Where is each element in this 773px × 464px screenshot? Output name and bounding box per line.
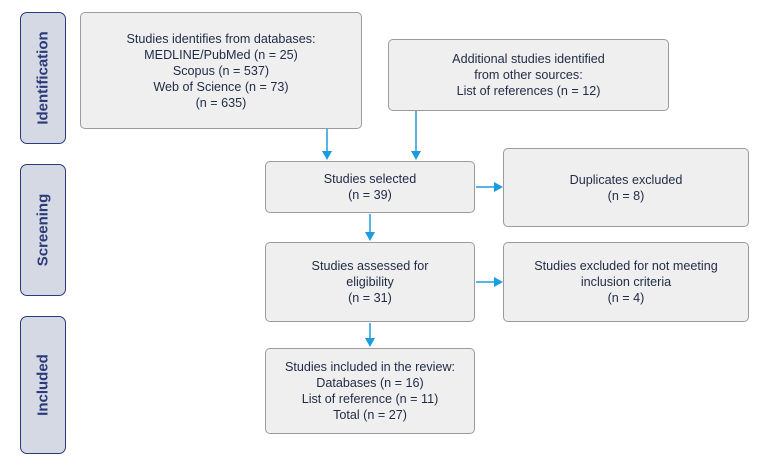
other-sources-box: Additional studies identified from other…	[388, 39, 669, 111]
studies-included-line: List of reference (n = 11)	[301, 392, 439, 406]
phase-identification: Identification	[20, 12, 66, 144]
studies-selected-line: Studies selected	[323, 172, 417, 186]
studies-assessed-box: Studies assessed for eligibility (n = 31…	[265, 242, 475, 322]
duplicates-excluded-line: (n = 8)	[607, 188, 645, 203]
duplicates-excluded-box: Duplicates excluded (n = 8)	[503, 148, 749, 227]
arrow-other-to-selected	[411, 111, 421, 160]
arrow-selected-to-duplicates	[476, 182, 503, 192]
arrow-db-to-selected	[322, 129, 332, 160]
database-search-line: (n = 635)	[195, 95, 247, 110]
database-search-line: MEDLINE/PubMed (n = 25)	[144, 47, 298, 62]
studies-selected-line: (n = 39)	[348, 188, 392, 202]
phase-included: Included	[20, 316, 66, 454]
duplicates-excluded-line: Duplicates excluded	[569, 172, 683, 187]
studies-selected-box: Studies selected (n = 39)	[265, 161, 475, 213]
phase-screening: Screening	[20, 164, 66, 296]
arrow-assessed-to-not-meeting	[476, 277, 503, 287]
excluded-not-meeting-box: Studies excluded for not meeting inclusi…	[503, 242, 749, 322]
studies-assessed-line: eligibility	[346, 275, 394, 289]
prisma-flow-diagram: Identification Screening Included Studie…	[6, 4, 766, 459]
studies-included-box: Studies included in the review: Database…	[265, 348, 475, 434]
studies-assessed-line: (n = 31)	[348, 291, 392, 305]
other-sources-line: List of references (n = 12)	[456, 84, 601, 98]
studies-included-line: Total (n = 27)	[333, 408, 407, 422]
studies-included-line: Databases (n = 16)	[316, 376, 424, 390]
arrow-assessed-to-included	[365, 323, 375, 347]
studies-included-line: Studies included in the review:	[284, 360, 456, 374]
excluded-not-meeting-line: Studies excluded for not meeting	[534, 259, 718, 273]
database-search-line: Studies identifies from databases:	[126, 31, 316, 46]
other-sources-line: Additional studies identified	[452, 52, 605, 66]
excluded-not-meeting-line: inclusion criteria	[580, 275, 672, 289]
excluded-not-meeting-line: (n = 4)	[607, 291, 645, 305]
flow-arrows	[322, 111, 503, 347]
arrow-selected-to-assessed	[365, 214, 375, 241]
studies-assessed-line: Studies assessed for	[311, 259, 429, 273]
database-search-line: Scopus (n = 537)	[172, 63, 270, 78]
database-search-line: Web of Science (n = 73)	[153, 79, 289, 94]
other-sources-line: from other sources:	[474, 68, 583, 82]
database-search-box: Studies identifies from databases: MEDLI…	[80, 12, 362, 129]
